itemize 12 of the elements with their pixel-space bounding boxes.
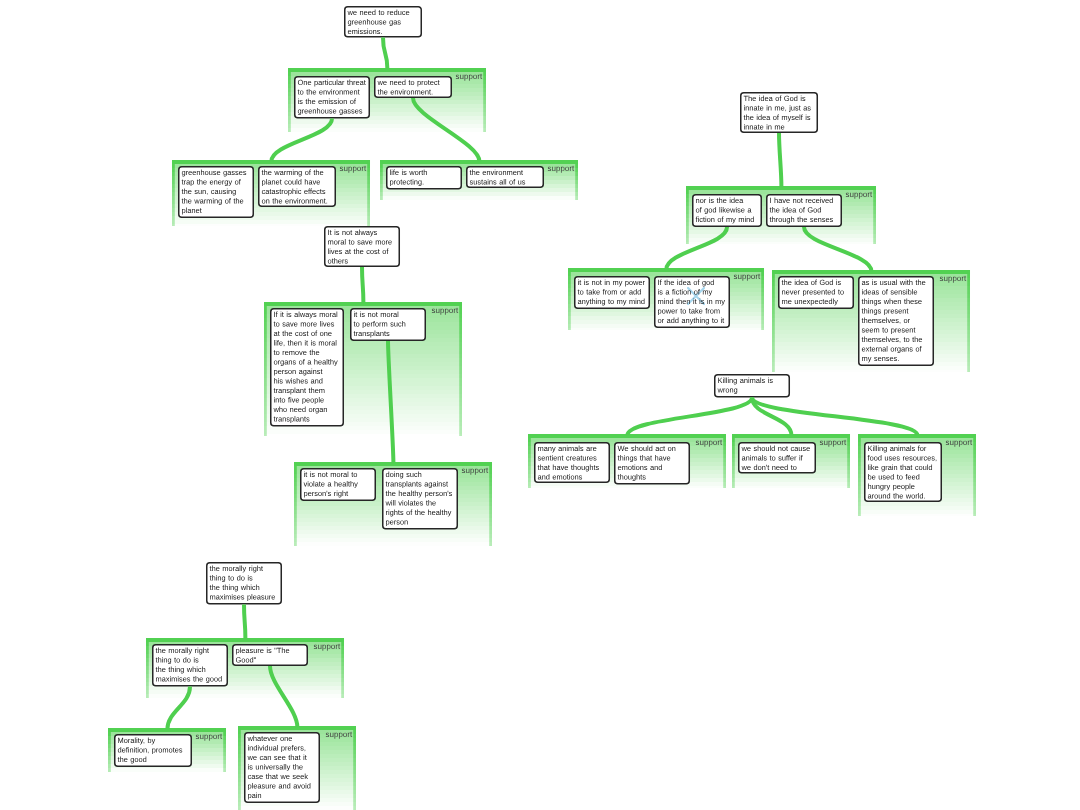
connector (750, 396, 919, 437)
connector (750, 397, 794, 436)
connector (411, 97, 482, 162)
connector (269, 117, 334, 162)
connector (381, 37, 390, 70)
connector (268, 665, 300, 728)
connector (360, 267, 366, 304)
connector (777, 133, 784, 188)
connector (242, 604, 248, 640)
connector (625, 396, 754, 437)
connector (165, 686, 192, 730)
connector (386, 340, 396, 464)
